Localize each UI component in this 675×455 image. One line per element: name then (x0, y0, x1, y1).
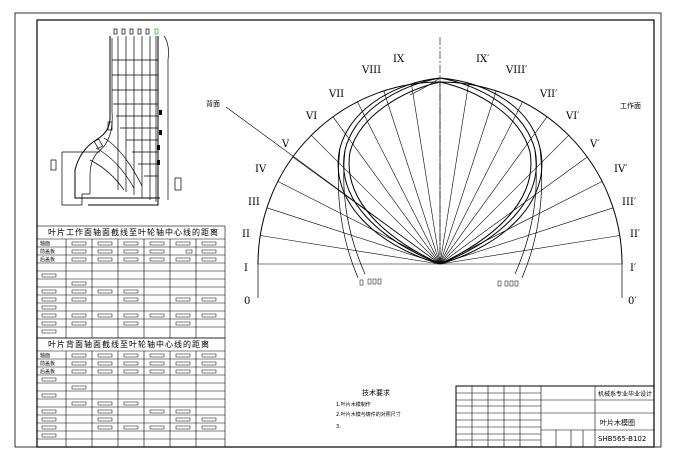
section-markers (359, 278, 519, 287)
radial-line (439, 101, 523, 265)
notes-line-3: 3. (336, 424, 341, 430)
radial-line (439, 181, 603, 265)
radial-line (439, 135, 569, 265)
streamline-markers (113, 28, 159, 35)
radial-line (439, 116, 548, 265)
table-cells-bottom (41, 353, 217, 438)
row-label-front-shroud: 前盖板 (40, 248, 55, 255)
radial-line (311, 135, 441, 265)
row-label-back-shroud: 后盖板 (40, 256, 55, 263)
radial-section-lines (258, 82, 622, 265)
label-VIII-prime: VIII′ (505, 65, 528, 76)
row-label-axial-2: 轴面 (40, 352, 50, 359)
drawing-name: 叶片木模图 (600, 418, 635, 427)
notes-line-2: 2.叶片木模与铸件的对照尺寸 (336, 411, 401, 418)
radial-line (260, 235, 441, 265)
radial-line (411, 84, 441, 265)
label-V: V (281, 139, 290, 150)
radial-line (439, 207, 614, 265)
table-back-face: 叶片背面轴面截线至叶轮轴中心线的距离 轴面 前盖板 后盖板 (36, 337, 226, 448)
label-IX: IX (393, 54, 405, 65)
label-III: III (248, 197, 260, 208)
label-VI-prime: VI′ (565, 111, 580, 122)
blade-curves (225, 77, 543, 279)
label-VI: VI (305, 111, 317, 122)
blade-plan-view (225, 37, 623, 298)
row-label-axial: 轴面 (40, 240, 50, 247)
radial-line (332, 116, 441, 265)
label-IV-prime: IV′ (614, 164, 628, 175)
label-III-prime: III′ (622, 197, 637, 208)
radial-line (266, 207, 441, 265)
label-0: 0 (244, 296, 250, 307)
school-name: 机械系专业毕业设计 (598, 390, 652, 398)
label-II-prime: II′ (630, 229, 641, 240)
table-back-face-title: 叶片背面轴面截线至叶轮轴中心线的距离 (48, 339, 210, 349)
notes-title: 技术要求 (362, 388, 390, 397)
label-V-prime: V′ (589, 139, 600, 150)
row-label-front-shroud-2: 前盖板 (40, 360, 55, 367)
label-zero-prime: 0′ (628, 296, 637, 307)
radial-line (439, 90, 497, 265)
label-I: I (244, 263, 248, 274)
radial-line (439, 235, 620, 265)
fan-labels: 0 I II III IV V VI VII VIII IX I′ II′ II… (206, 54, 641, 307)
notes-line-1: 1.叶片木模制作 (336, 401, 371, 408)
radial-line (277, 181, 441, 265)
label-IX-prime: IX′ (476, 54, 490, 65)
title-block: 机械系专业毕业设计 叶片木模图 SHB565-B102 (455, 385, 655, 448)
table-working-face: 叶片工作面轴面截线至叶轮轴中心线的距离 轴面 前盖板 后盖板 (36, 225, 226, 339)
label-back-face: 背面 (206, 99, 220, 108)
label-IV: IV (255, 164, 267, 175)
radial-line (383, 90, 441, 265)
label-VII-prime: VII′ (539, 89, 558, 100)
label-VIII: VIII (361, 65, 381, 76)
meridional-section-view (50, 28, 182, 206)
drawing-number: SHB565-B102 (598, 435, 646, 443)
label-I-prime: I′ (630, 263, 637, 274)
label-working-face: 工作面 (620, 101, 641, 110)
row-label-back-shroud-2: 后盖板 (40, 368, 55, 375)
label-VII: VII (328, 89, 344, 100)
table-cells-top (41, 241, 217, 334)
table-working-face-title: 叶片工作面轴面截线至叶轮轴中心线的距离 (48, 227, 219, 237)
label-II: II (242, 229, 250, 240)
technical-notes: 技术要求 1.叶片木模制作 2.叶片木模与铸件的对照尺寸 3. (336, 388, 401, 430)
radial-line (357, 101, 441, 265)
radial-line (439, 84, 469, 265)
